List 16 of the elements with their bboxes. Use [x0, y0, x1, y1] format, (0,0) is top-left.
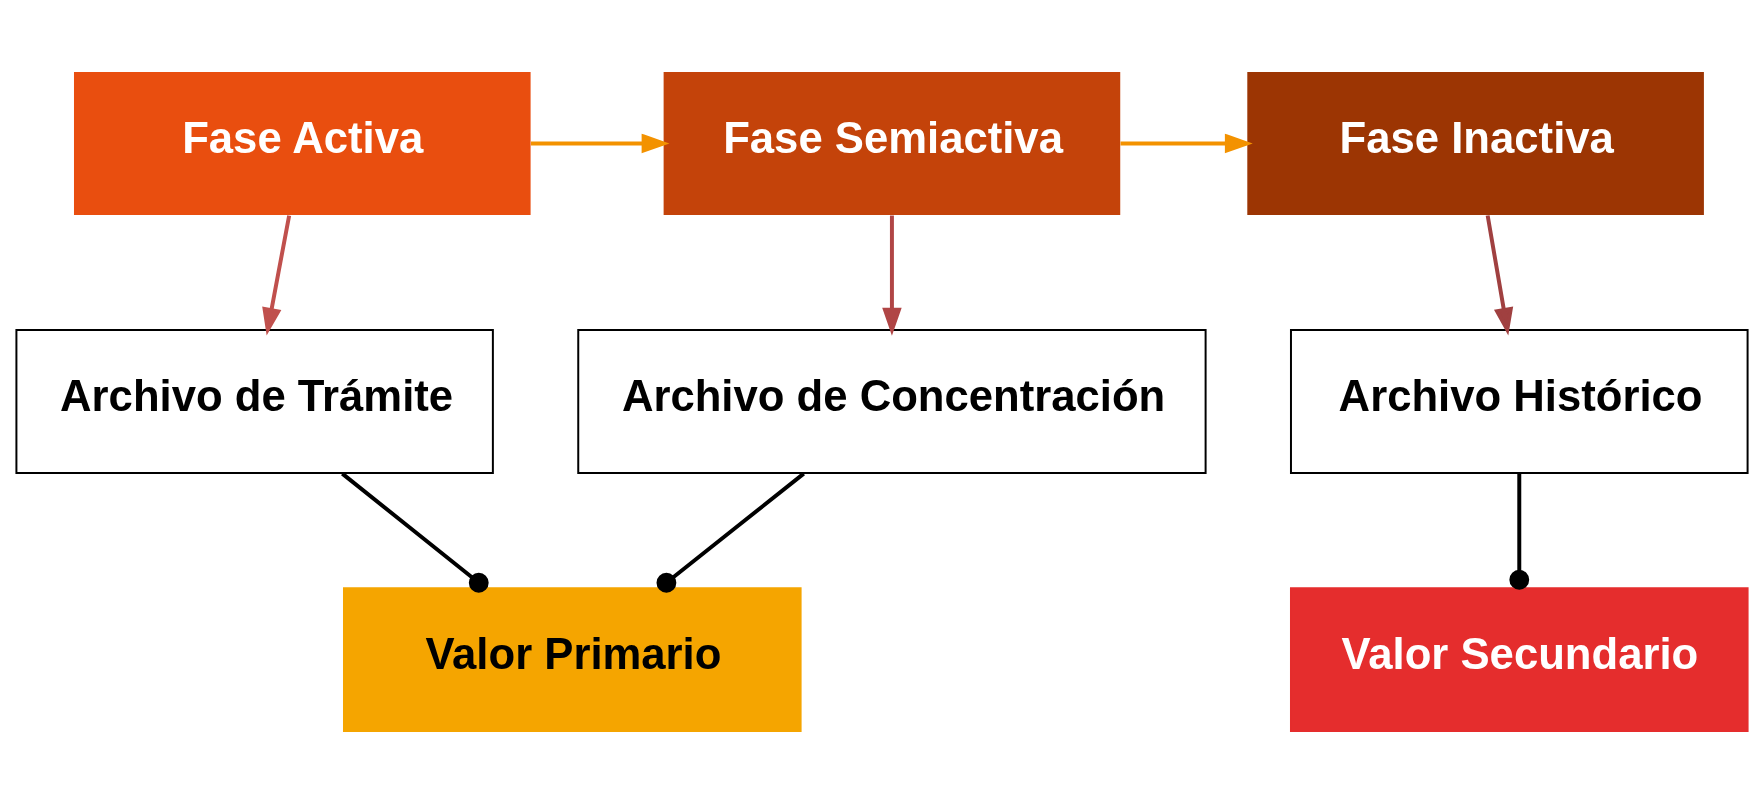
arrow — [1120, 133, 1253, 153]
node-box: Valor Secundario — [1289, 586, 1749, 732]
node-box: Fase Activa — [74, 71, 531, 215]
node-box: Archivo de Concentración — [577, 328, 1207, 474]
node-box: Valor Primario — [343, 586, 802, 732]
arrow — [530, 133, 670, 153]
node-box: Fase Inactiva — [1247, 71, 1704, 215]
arrow — [1485, 214, 1514, 336]
arrow — [262, 214, 292, 336]
arrow — [882, 215, 902, 336]
connector — [656, 471, 805, 593]
node-box: Archivo Histórico — [1289, 328, 1749, 474]
node-box: Fase Semiactiva — [663, 71, 1121, 215]
node-box: Archivo de Trámite — [15, 328, 494, 474]
connector — [1509, 473, 1530, 590]
connector — [341, 471, 489, 593]
